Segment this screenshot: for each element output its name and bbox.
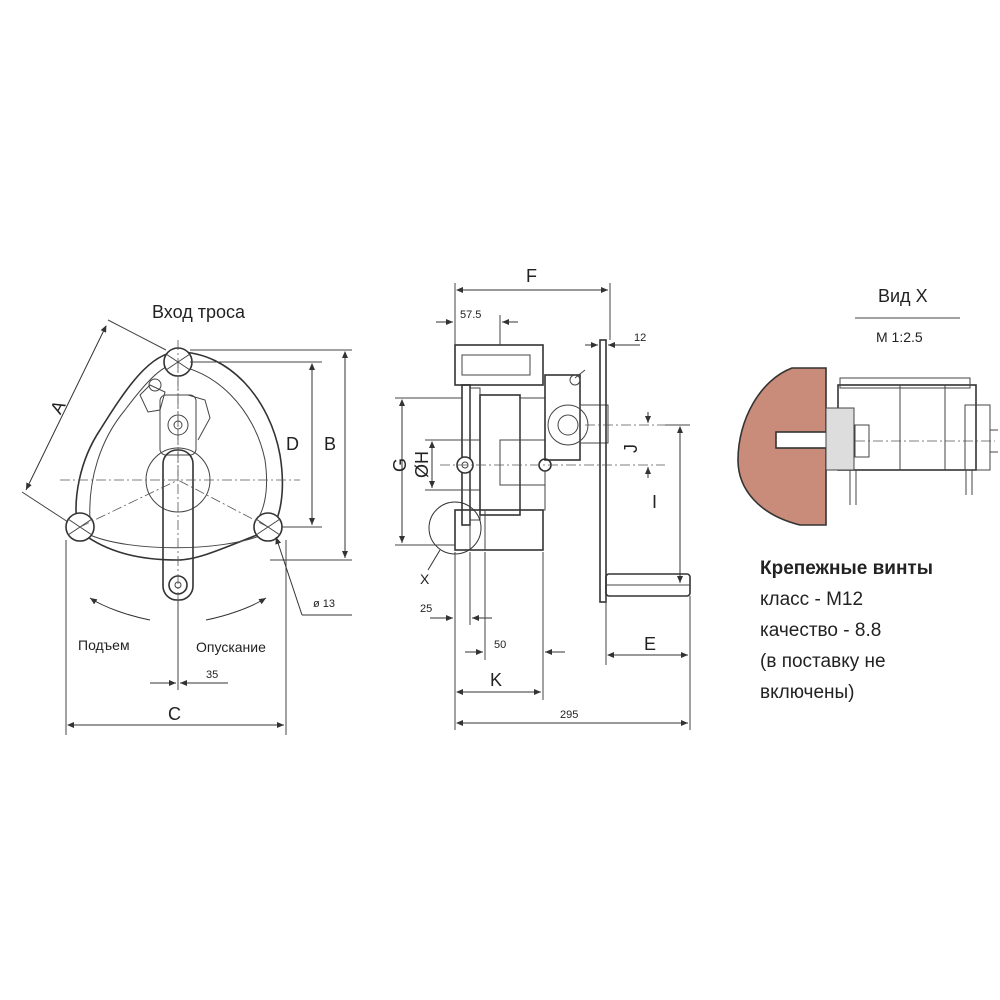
dim-I-label: I xyxy=(652,492,657,512)
lower-arrow xyxy=(205,597,267,621)
dim-50-label: 50 xyxy=(494,639,506,651)
front-view-title: Вход троса xyxy=(152,302,246,322)
hole-dia-label: ø 13 xyxy=(313,598,335,610)
dim-12-label: 12 xyxy=(634,332,646,344)
detail-X-label: X xyxy=(420,571,430,587)
dim-35-label: 35 xyxy=(206,669,218,681)
note-title: Крепежные винты xyxy=(760,558,933,579)
note-quality: качество - 8.8 xyxy=(760,620,882,641)
dim-B-label: B xyxy=(324,434,336,454)
dim-25-label: 25 xyxy=(420,603,432,615)
dim-G-label: G xyxy=(390,458,410,472)
detail-view-title: Вид X xyxy=(878,286,928,306)
dim-C-label: C xyxy=(168,704,181,724)
mounting-screws-note: Крепежные винты класс - M12 качество - 8… xyxy=(760,553,1000,708)
dim-D-label: D xyxy=(286,434,299,454)
detail-view-scale: M 1:2.5 xyxy=(876,329,923,345)
front-view: Вход троса A D B C 35 ø 13 Подъем Опуска… xyxy=(21,302,352,735)
crank-plate xyxy=(599,339,607,603)
note-supply-1: (в поставку не xyxy=(760,651,886,672)
detail-view: Вид X M 1:2.5 xyxy=(737,286,998,526)
side-view: F 57.5 12 G ØH J I X 25 50 K E 295 xyxy=(390,266,691,730)
lift-arrow xyxy=(89,597,151,621)
dim-E-label: E xyxy=(644,634,656,654)
dim-57-5-label: 57.5 xyxy=(460,309,481,321)
note-supply-2: включены) xyxy=(760,682,855,703)
dim-F-label: F xyxy=(526,266,537,286)
lift-label: Подъем xyxy=(78,637,130,653)
housing-outline xyxy=(75,351,284,561)
dim-A-label: A xyxy=(46,397,69,417)
dim-295-label: 295 xyxy=(560,709,578,721)
dim-H-label: ØH xyxy=(412,451,432,478)
note-class: класс - M12 xyxy=(760,589,864,610)
dim-J-label: J xyxy=(621,444,641,453)
lower-label: Опускание xyxy=(196,639,266,655)
dim-K-label: K xyxy=(490,670,502,690)
